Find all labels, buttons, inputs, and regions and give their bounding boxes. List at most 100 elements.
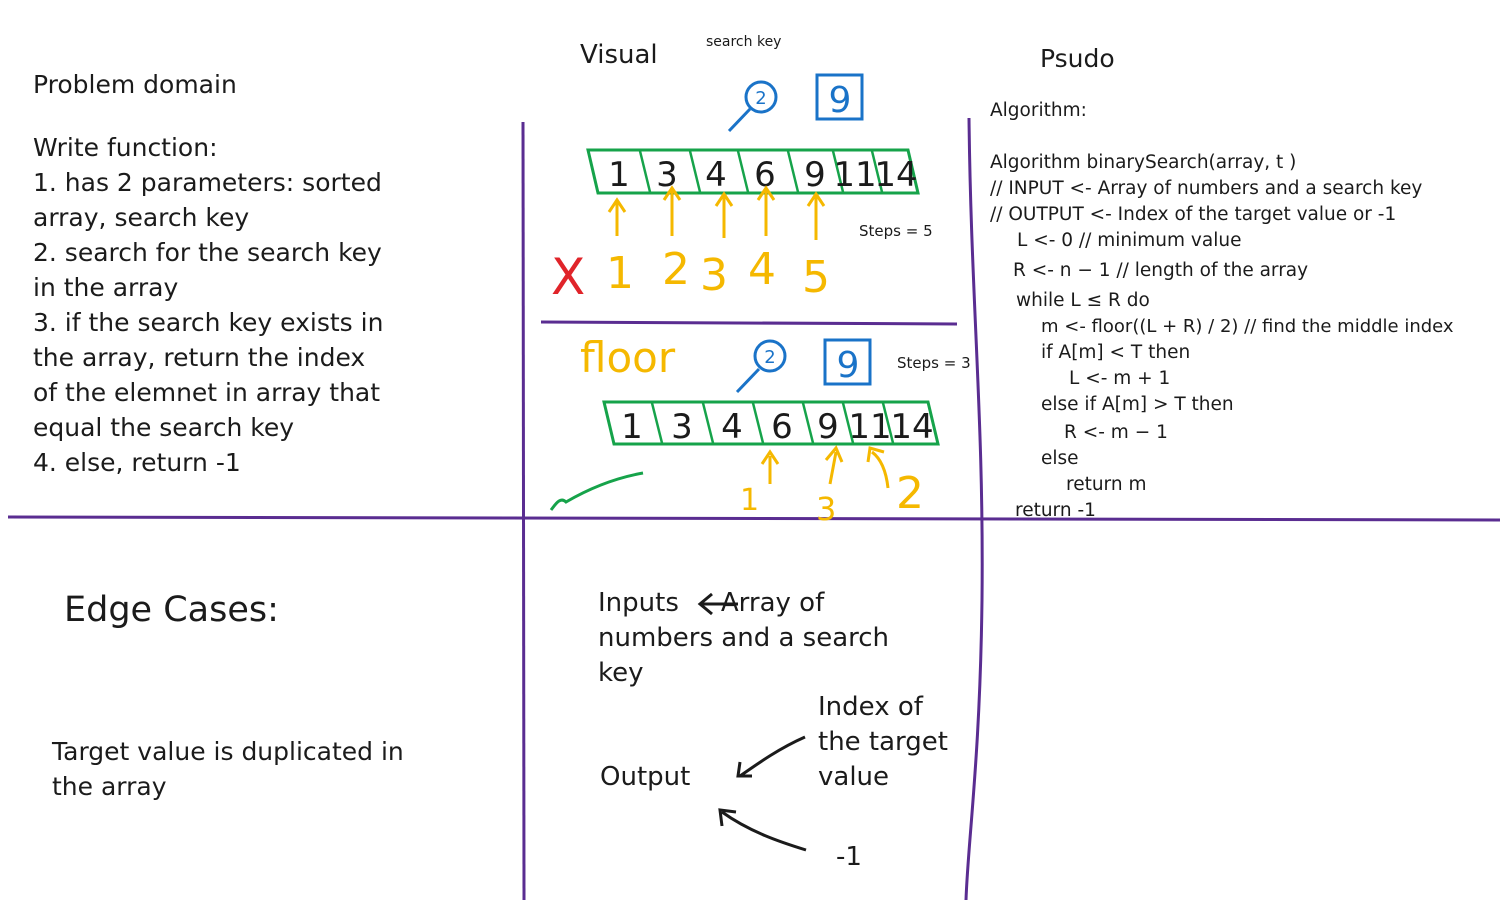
- step-arrows-linear: [607, 185, 826, 240]
- key-box-binary: [823, 338, 872, 386]
- array-cell: 14: [874, 155, 917, 195]
- search-icon: 2: [735, 339, 787, 394]
- vertical-divider-right: [964, 117, 984, 901]
- step-arrows-binary: [760, 445, 890, 489]
- search-key-label: search key: [706, 34, 782, 50]
- problem-line: Write function:: [33, 133, 218, 162]
- key-value-binary: 9: [837, 345, 860, 386]
- array-cell: 11: [848, 407, 891, 447]
- svg-text:2: 2: [755, 88, 766, 109]
- inputs-block: Inputs Array of numbers and a search key: [598, 586, 889, 691]
- visual-divider: [540, 320, 958, 326]
- key-value: 9: [829, 80, 852, 121]
- output-line: value: [818, 762, 890, 792]
- pseudo-line: m <- floor((L + R) / 2) // find the midd…: [1041, 316, 1454, 337]
- problem-line: 3. if the search key exists in: [33, 308, 384, 337]
- pseudo-line: if A[m] < T then: [1041, 342, 1191, 363]
- pseudo-line: // INPUT <- Array of numbers and a searc…: [990, 178, 1423, 199]
- edge-text: Target value is duplicated in the array: [52, 734, 404, 804]
- array-cell: 9: [804, 155, 826, 195]
- problem-line: equal the search key: [33, 413, 295, 442]
- step-number: 4: [748, 244, 776, 295]
- problem-line: 4. else, return -1: [33, 448, 241, 477]
- pseudo-line: // OUTPUT <- Index of the target value o…: [990, 204, 1397, 225]
- array-cell: 11: [833, 155, 876, 195]
- array-box-linear: [586, 148, 920, 195]
- left-arrow-icon: [718, 808, 807, 852]
- step-number: 1: [606, 248, 634, 299]
- array-dividers-linear: [638, 150, 884, 193]
- pseudo-line: return m: [1066, 474, 1147, 495]
- output-line: Index of: [818, 692, 923, 722]
- array-cell: 6: [754, 155, 776, 195]
- array-box-binary: [602, 400, 940, 446]
- output-line: the target: [818, 727, 948, 757]
- pseudo-line: L <- 0 // minimum value: [1017, 230, 1242, 251]
- left-arrow-icon: [697, 592, 738, 616]
- check-mark: [549, 471, 644, 511]
- array-cell: 1: [621, 407, 643, 447]
- step-number: 3: [700, 250, 728, 301]
- horizontal-divider: [7, 515, 1501, 522]
- pseudo-line: else if A[m] > T then: [1041, 394, 1234, 415]
- vertical-divider-left: [521, 121, 526, 901]
- step-number: 1: [740, 483, 759, 518]
- problem-heading: Problem domain: [33, 70, 237, 99]
- array-cell: 3: [656, 155, 678, 195]
- key-box: [815, 73, 864, 121]
- problem-line: the array, return the index: [33, 343, 366, 372]
- array-cell: 4: [721, 407, 743, 447]
- step-numbers-linear: 1 2 3 4 5: [606, 244, 830, 303]
- pseudo-line: R <- m − 1: [1064, 422, 1168, 443]
- array-cell: 14: [890, 407, 933, 447]
- step-number: 5: [802, 252, 830, 303]
- visual-heading: Visual: [580, 40, 658, 70]
- problem-line: in the array: [33, 273, 179, 302]
- pseudo-line: Algorithm binarySearch(array, t ): [990, 152, 1297, 173]
- step-number: 3: [816, 490, 836, 528]
- wrong-mark: X: [551, 248, 585, 306]
- problem-line: 2. search for the search key: [33, 238, 382, 267]
- pseudo-line: Algorithm:: [990, 100, 1087, 121]
- left-arrow-icon: [736, 735, 806, 778]
- problem-text: Write function: 1. has 2 parameters: sor…: [33, 130, 383, 480]
- step-number: 2: [896, 468, 924, 519]
- pseudo-heading: Psudo: [1040, 44, 1115, 73]
- pseudo-line: while L ≤ R do: [1016, 290, 1150, 311]
- steps-label-binary: Steps = 3: [897, 354, 971, 372]
- array-cell: 6: [771, 407, 793, 447]
- problem-line: of the elemnet in array that: [33, 378, 381, 407]
- edge-line: Target value is duplicated in: [52, 737, 404, 766]
- step-numbers-binary: 1 3 2: [740, 468, 924, 528]
- output-desc: Index of the target value: [818, 690, 948, 795]
- edge-line: the array: [52, 772, 167, 801]
- pseudo-line: else: [1041, 448, 1079, 469]
- array-values-binary: 1 3 4 6 9 11 14: [621, 407, 933, 447]
- pseudo-line: return -1: [1015, 500, 1096, 521]
- pseudo-line: R <- n − 1 // length of the array: [1013, 260, 1309, 281]
- array-cell: 1: [608, 155, 630, 195]
- edge-heading: Edge Cases:: [64, 590, 279, 630]
- problem-line: 1. has 2 parameters: sorted: [33, 168, 382, 197]
- inputs-line: Array of: [720, 588, 825, 618]
- svg-text:2: 2: [764, 347, 775, 368]
- array-cell: 4: [705, 155, 727, 195]
- problem-line: array, search key: [33, 203, 250, 232]
- pseudo-line: L <- m + 1: [1069, 368, 1171, 389]
- array-values-linear: 1 3 4 6 9 11 14: [608, 155, 917, 195]
- output-label: Output: [600, 762, 691, 792]
- array-dividers-binary: [650, 402, 895, 444]
- array-cell: 9: [817, 407, 839, 447]
- inputs-label: Inputs: [598, 588, 679, 618]
- inputs-line: key: [598, 658, 644, 688]
- steps-label-linear: Steps = 5: [859, 222, 933, 240]
- search-icon: 2: [727, 80, 778, 133]
- array-cell: 3: [671, 407, 693, 447]
- minus-one: -1: [836, 842, 862, 872]
- floor-label: floor: [580, 333, 676, 382]
- step-number: 2: [662, 244, 690, 295]
- inputs-line: numbers and a search: [598, 623, 890, 653]
